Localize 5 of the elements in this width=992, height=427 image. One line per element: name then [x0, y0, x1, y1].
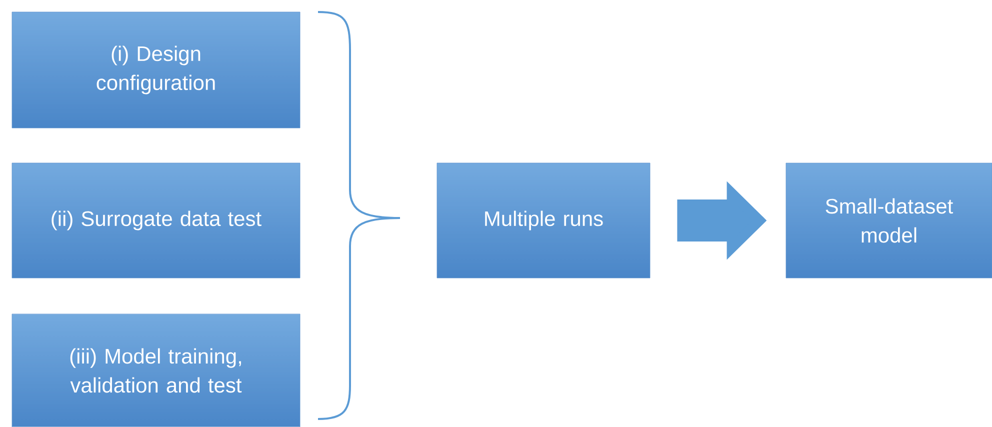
process-box: Small-dataset model — [786, 162, 992, 278]
process-box: Multiple runs — [436, 162, 650, 278]
process-box: (iii) Model training, validation and test — [12, 314, 300, 427]
process-box: (i) Design configuration — [12, 12, 300, 128]
process-box: (ii) Surrogate data test — [12, 162, 300, 278]
